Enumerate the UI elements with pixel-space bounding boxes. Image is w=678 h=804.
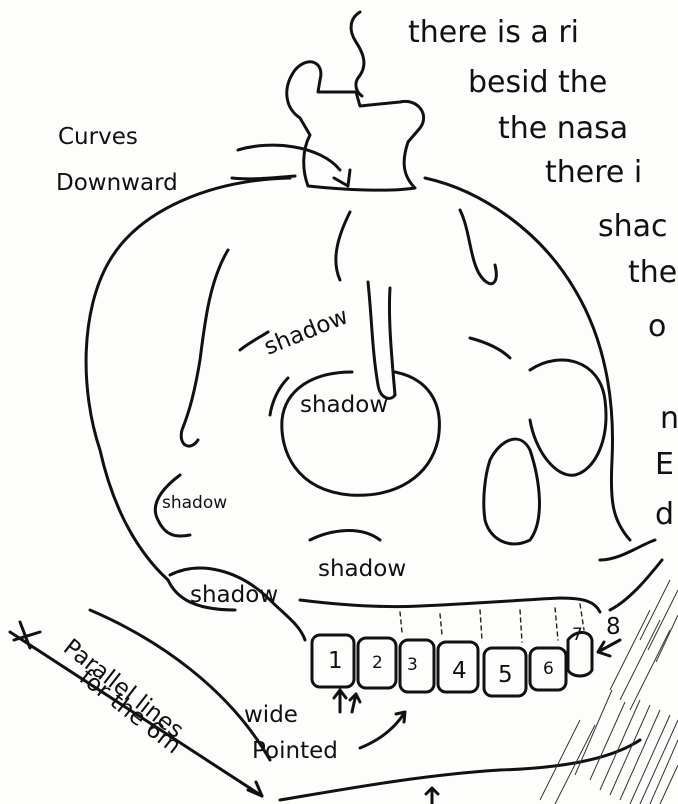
right-eye-socket [530,360,606,475]
pointed-arrow [360,712,405,748]
tooth-number-3: 3 [407,655,418,675]
label-wide: wide [244,702,298,728]
hook-stroke [351,12,364,96]
wide-arrow [334,690,346,712]
eye-drip [368,282,395,398]
center-curve [310,531,380,540]
brow-crease [470,338,510,358]
tooth-number-8: 8 [606,614,621,640]
note-line-3: the nasa [498,111,628,146]
note-line-7: o [648,309,666,344]
label-pointed: Pointed [252,738,338,764]
tooth-dashes [400,604,584,642]
bottom-arrow [426,788,438,804]
nasal-cavity [484,439,540,544]
tooth-number-1: 1 [328,648,343,674]
note-line-9: E [655,447,674,482]
forehead-curve-left [336,212,350,280]
label-downward: Downward [56,170,178,196]
label-shadow-eye: shadow [300,392,388,418]
right-jaw-edge [600,540,662,610]
note-line-4: there i [545,155,642,190]
label-shadow-forehead: shadow [261,303,352,360]
left-eye-socket [282,372,440,495]
label-shadow-left: shadow [162,493,227,513]
note-line-6: the [628,255,677,290]
tooth-8-arrow [598,640,620,656]
forehead-drip-left [181,250,228,446]
tooth-number-5: 5 [498,662,513,688]
curves-arrowhead [334,170,350,186]
note-line-2: besid the [468,65,607,100]
note-line-5: shac [598,209,668,244]
wide-arrow-2 [350,694,360,712]
label-shadow-jaw: shadow [190,582,278,608]
tooth-number-2: 2 [372,653,383,673]
forehead-curve-right [460,210,496,284]
curves-arrow [238,145,340,170]
note-line-8: n [660,401,678,436]
parallel-guide-start [14,622,40,648]
label-shadow-center: shadow [318,556,406,582]
tooth-number-6: 6 [543,659,554,679]
tooth-number-4: 4 [452,658,467,684]
note-line-1: there is a ri [408,15,579,50]
label-curves: Curves [58,124,138,150]
note-line-10: d [655,497,674,532]
tooth-number-7: 7 [572,625,583,645]
